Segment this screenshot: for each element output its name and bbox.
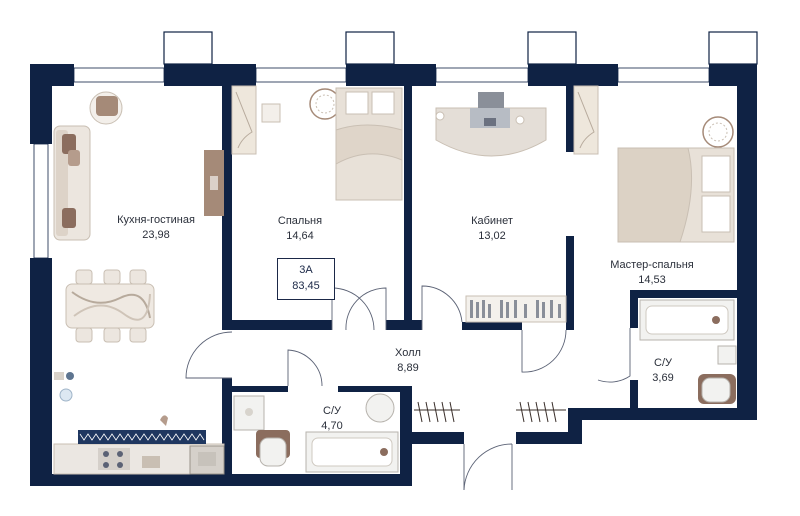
- room-label-kitchen: Кухня-гостиная 23,98: [96, 213, 216, 243]
- apartment-area: 83,45: [292, 280, 320, 292]
- room-area: 23,98: [142, 229, 170, 241]
- windows: [33, 67, 710, 259]
- bathroom2-fixtures: [639, 299, 737, 404]
- room-area: 3,69: [652, 372, 674, 384]
- kitchen-living-furniture: [53, 91, 225, 475]
- room-label-bath2: С/У 3,69: [641, 356, 685, 386]
- room-name: Кабинет: [471, 215, 513, 227]
- room-area: 4,70: [321, 420, 343, 432]
- apartment-type: 3А: [299, 264, 313, 276]
- room-name: С/У: [323, 405, 341, 417]
- room-area: 14,53: [638, 274, 666, 286]
- master-bedroom-furniture: [573, 85, 735, 243]
- room-label-office: Кабинет 13,02: [452, 214, 532, 244]
- room-name: Холл: [395, 347, 421, 359]
- room-name: Мастер-спальня: [610, 259, 694, 271]
- walls: [30, 64, 757, 486]
- room-name: С/У: [654, 357, 672, 369]
- office-furniture: [435, 92, 567, 323]
- room-label-hall: Холл 8,89: [380, 346, 436, 376]
- room-name: Спальня: [277, 215, 323, 227]
- room-area: 13,02: [478, 230, 506, 242]
- bedroom-furniture: [231, 85, 403, 201]
- room-label-bedroom: Спальня 14,64: [260, 214, 340, 244]
- room-label-master: Мастер-спальня 14,53: [596, 258, 708, 288]
- room-label-bath1: С/У 4,70: [310, 404, 354, 434]
- hall-wardrobes: [414, 401, 566, 423]
- apartment-badge: 3А 83,45: [277, 258, 335, 300]
- room-area: 14,64: [286, 230, 314, 242]
- top-window-frames: [163, 31, 758, 65]
- bathroom1-fixtures: [233, 393, 399, 473]
- room-area: 8,89: [397, 362, 419, 374]
- room-name: Кухня-гостиная: [117, 214, 195, 226]
- doors: [185, 285, 631, 491]
